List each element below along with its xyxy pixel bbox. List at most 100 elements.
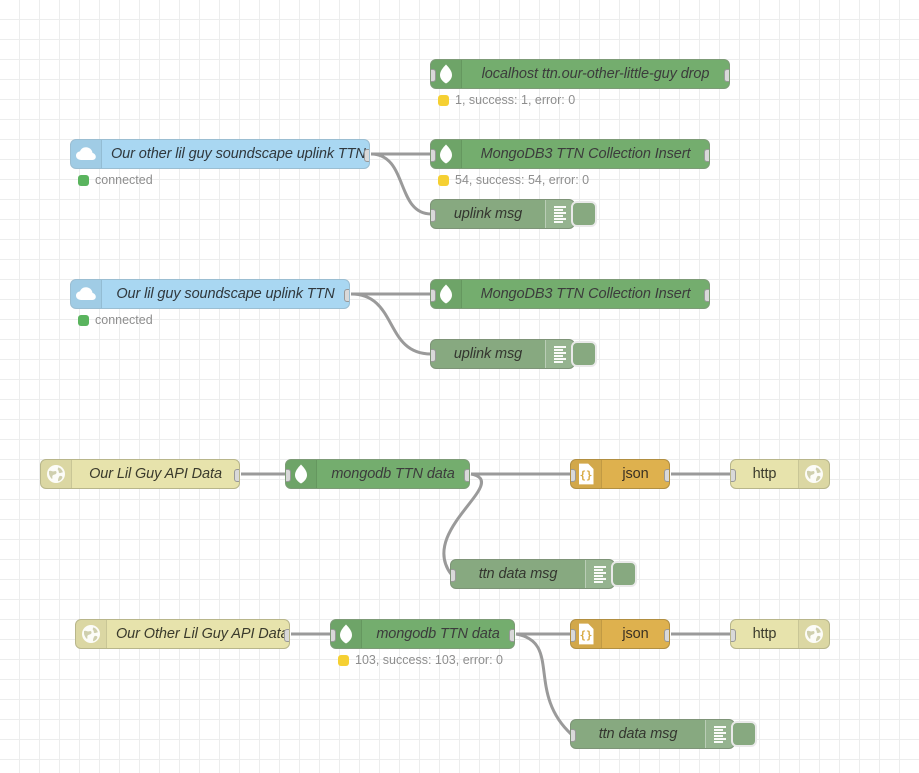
input-port[interactable] — [431, 69, 436, 82]
debug-lines-icon — [705, 720, 734, 748]
status-dot-yellow — [438, 94, 449, 106]
debug-toggle-button[interactable] — [571, 341, 597, 367]
node-status-mongo-drop: 1, success: 1, error: 0 — [438, 93, 575, 107]
node-mongo-data-1[interactable]: mongodb TTN data — [285, 459, 470, 489]
debug-lines-icon — [545, 340, 574, 368]
node-label: json — [622, 466, 649, 482]
debug-node-body[interactable]: ttn data msg — [450, 559, 615, 589]
node-json-1[interactable]: {} json — [570, 459, 670, 489]
node-debug-uplink-2[interactable]: uplink msg — [430, 339, 597, 369]
wire-mqtt-other-to-debug-uplink-1[interactable] — [370, 152, 432, 216]
node-label: uplink msg — [453, 206, 523, 222]
status-dot-green — [78, 174, 89, 186]
output-port[interactable] — [464, 469, 469, 482]
debug-node-body[interactable]: uplink msg — [430, 199, 575, 229]
output-port[interactable] — [664, 629, 669, 642]
debug-toggle-button[interactable] — [611, 561, 637, 587]
input-port[interactable] — [731, 629, 736, 642]
node-status-mongo-data-2: 103, success: 103, error: 0 — [338, 653, 503, 667]
node-label: ttn data msg — [598, 726, 678, 742]
node-debug-ttn-2[interactable]: ttn data msg — [570, 719, 757, 749]
node-http-res-1[interactable]: http — [730, 459, 830, 489]
node-json-2[interactable]: {} json — [570, 619, 670, 649]
globe-icon — [41, 460, 72, 488]
input-port[interactable] — [331, 629, 336, 642]
status-dot-green — [78, 314, 89, 326]
node-mongo-insert-1[interactable]: MongoDB3 TTN Collection Insert — [430, 139, 710, 169]
input-port[interactable] — [431, 209, 436, 222]
debug-toggle-button[interactable] — [731, 721, 757, 747]
status-text: connected — [95, 313, 153, 327]
node-label: MongoDB3 TTN Collection Insert — [480, 146, 691, 162]
node-label: json — [622, 626, 649, 642]
mongodb-leaf-icon — [431, 60, 462, 88]
input-port[interactable] — [571, 469, 576, 482]
node-mongo-data-2[interactable]: mongodb TTN data — [330, 619, 515, 649]
wire-mqtt-lil-to-debug-uplink-2[interactable] — [350, 292, 432, 356]
status-dot-yellow — [438, 174, 449, 186]
status-text: 1, success: 1, error: 0 — [455, 93, 576, 107]
node-label: http — [752, 626, 777, 642]
output-port[interactable] — [704, 149, 709, 162]
node-status-mqtt-other: connected — [78, 173, 153, 187]
cloud-icon — [71, 140, 102, 168]
node-label: http — [752, 466, 777, 482]
input-port[interactable] — [431, 289, 436, 302]
node-mongo-drop[interactable]: localhost ttn.our-other-little-guy drop — [430, 59, 730, 89]
output-port[interactable] — [364, 149, 369, 162]
node-http-in-1[interactable]: Our Lil Guy API Data — [40, 459, 240, 489]
globe-icon — [798, 460, 829, 488]
node-label: ttn data msg — [478, 566, 558, 582]
node-mqtt-lil[interactable]: Our lil guy soundscape uplink TTN — [70, 279, 350, 309]
node-label: Our other lil guy soundscape uplink TTN — [111, 146, 366, 162]
node-label: Our lil guy soundscape uplink TTN — [116, 286, 335, 302]
node-mongo-insert-2[interactable]: MongoDB3 TTN Collection Insert — [430, 279, 710, 309]
node-debug-ttn-1[interactable]: ttn data msg — [450, 559, 637, 589]
input-port[interactable] — [731, 469, 736, 482]
svg-text:{}: {} — [580, 470, 593, 482]
output-port[interactable] — [344, 289, 349, 302]
input-port[interactable] — [451, 569, 456, 582]
status-dot-yellow — [338, 654, 349, 666]
mongodb-leaf-icon — [331, 620, 362, 648]
node-http-res-2[interactable]: http — [730, 619, 830, 649]
input-port[interactable] — [431, 149, 436, 162]
node-label: Our Lil Guy API Data — [89, 466, 222, 482]
debug-node-body[interactable]: uplink msg — [430, 339, 575, 369]
output-port[interactable] — [284, 629, 289, 642]
mongodb-leaf-icon — [286, 460, 317, 488]
mongodb-leaf-icon — [431, 280, 462, 308]
node-label: MongoDB3 TTN Collection Insert — [480, 286, 691, 302]
output-port[interactable] — [509, 629, 514, 642]
output-port[interactable] — [234, 469, 239, 482]
debug-node-body[interactable]: ttn data msg — [570, 719, 735, 749]
mongodb-leaf-icon — [431, 140, 462, 168]
debug-lines-icon — [585, 560, 614, 588]
debug-toggle-button[interactable] — [571, 201, 597, 227]
globe-icon — [798, 620, 829, 648]
node-mqtt-other[interactable]: Our other lil guy soundscape uplink TTN — [70, 139, 370, 169]
json-braces-icon: {} — [571, 460, 602, 488]
json-braces-icon: {} — [571, 620, 602, 648]
status-text: 103, success: 103, error: 0 — [355, 653, 503, 667]
output-port[interactable] — [704, 289, 709, 302]
wire-mongo-data-2-to-debug-ttn-2[interactable] — [515, 632, 573, 736]
node-label: localhost ttn.our-other-little-guy drop — [481, 66, 710, 82]
input-port[interactable] — [571, 729, 576, 742]
input-port[interactable] — [431, 349, 436, 362]
node-label: mongodb TTN data — [376, 626, 500, 642]
node-status-mqtt-lil: connected — [78, 313, 153, 327]
node-http-in-2[interactable]: Our Other Lil Guy API Data — [75, 619, 290, 649]
status-text: 54, success: 54, error: 0 — [455, 173, 590, 187]
debug-lines-icon — [545, 200, 574, 228]
input-port[interactable] — [571, 629, 576, 642]
cloud-icon — [71, 280, 102, 308]
output-port[interactable] — [724, 69, 729, 82]
status-text: connected — [95, 173, 153, 187]
node-debug-uplink-1[interactable]: uplink msg — [430, 199, 597, 229]
input-port[interactable] — [286, 469, 291, 482]
output-port[interactable] — [664, 469, 669, 482]
node-label: Our Other Lil Guy API Data — [116, 626, 289, 642]
node-label: mongodb TTN data — [331, 466, 455, 482]
